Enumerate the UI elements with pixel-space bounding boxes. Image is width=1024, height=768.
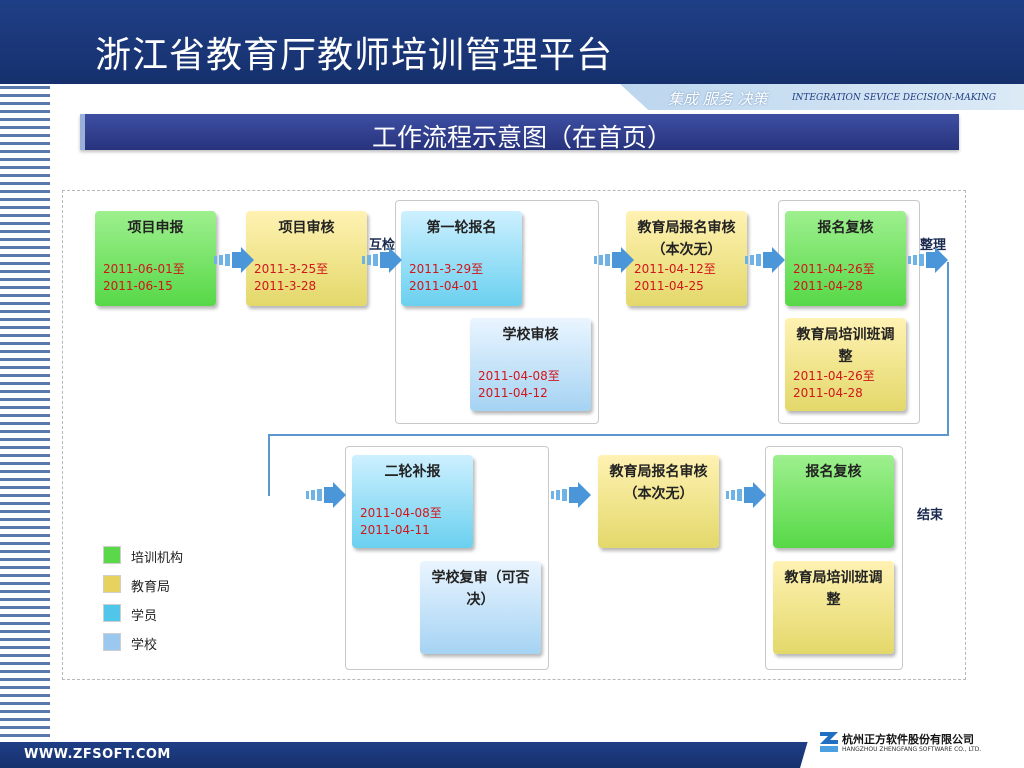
- node-title: 教育局报名审核（本次无）: [637, 220, 736, 258]
- arrow-right-icon: [908, 247, 948, 273]
- arrow-right-icon: [594, 247, 634, 273]
- arrow-right-icon: [551, 482, 591, 508]
- legend-swatch-training-org: [103, 546, 121, 564]
- flow-node-bureau-class-adjust-2: 教育局培训班调整: [773, 561, 894, 654]
- arrow-right-icon: [306, 482, 346, 508]
- subtitle-bar: 工作流程示意图（在首页）: [80, 114, 959, 152]
- label-mutual-check: 互检: [369, 238, 396, 253]
- flow-node-round1-signup: 第一轮报名 2011-3-29至 2011-04-01: [401, 211, 522, 306]
- legend-label: 教育局: [131, 580, 171, 595]
- company-name-en: HANGZHOU ZHENGFANG SOFTWARE CO., LTD.: [842, 746, 982, 753]
- node-title: 学校复审（可否决）: [431, 570, 530, 608]
- diagram-frame: [62, 190, 966, 680]
- node-title: 项目申报: [127, 220, 184, 236]
- node-date: 2011-04-08至 2011-04-12: [478, 369, 560, 400]
- flow-node-school-review: 学校审核 2011-04-08至 2011-04-12: [470, 318, 591, 411]
- node-date: 2011-3-29至 2011-04-01: [409, 262, 484, 293]
- node-date: 2011-04-08至 2011-04-11: [360, 506, 442, 537]
- footer-url: WWW.ZFSOFT.COM: [24, 747, 171, 762]
- flow-node-signup-recheck-2: 报名复核: [773, 455, 894, 548]
- node-title: 报名复核: [805, 464, 862, 480]
- legend-label: 学校: [131, 638, 158, 653]
- decorative-stripes: [0, 86, 50, 742]
- node-title: 学校审核: [502, 327, 559, 343]
- flow-node-project-apply: 项目申报 2011-06-01至 2011-06-15: [95, 211, 216, 306]
- flow-node-bureau-signup-review: 教育局报名审核（本次无） 2011-04-12至 2011-04-25: [626, 211, 747, 306]
- flow-node-project-review: 项目审核 2011-3-25至 2011-3-28: [246, 211, 367, 306]
- label-end: 结束: [917, 508, 944, 523]
- node-date: 2011-06-01至 2011-06-15: [103, 262, 185, 293]
- company-logo-icon: [820, 732, 838, 752]
- flow-node-signup-recheck: 报名复核 2011-04-26至 2011-04-28: [785, 211, 906, 306]
- arrow-right-icon: [362, 247, 402, 273]
- flow-connector-left: [268, 434, 270, 496]
- legend-swatch-trainee: [103, 604, 121, 622]
- page-title: 浙江省教育厅教师培训管理平台: [95, 35, 614, 76]
- legend-label: 学员: [131, 609, 158, 624]
- footer-logo-area: [800, 722, 1024, 768]
- arrow-right-icon: [214, 247, 254, 273]
- node-title: 教育局报名审核（本次无）: [609, 464, 708, 502]
- slogan-cn: 集成 服务 决策: [668, 90, 768, 108]
- subtitle-text: 工作流程示意图（在首页）: [371, 123, 672, 152]
- node-title: 教育局培训班调整: [796, 327, 895, 365]
- node-date: 2011-3-25至 2011-3-28: [254, 262, 329, 293]
- slogan-en: INTEGRATION SEVICE DECISION-MAKING: [792, 93, 997, 103]
- header-bar: [0, 0, 1024, 84]
- node-title: 教育局培训班调整: [784, 570, 883, 608]
- node-title: 项目审核: [278, 220, 335, 236]
- node-date: 2011-04-26至 2011-04-28: [793, 369, 875, 400]
- node-title: 报名复核: [817, 220, 874, 236]
- flow-node-bureau-class-adjust: 教育局培训班调整 2011-04-26至 2011-04-28: [785, 318, 906, 411]
- flow-node-school-recheck: 学校复审（可否决）: [420, 561, 541, 654]
- legend-swatch-education-bureau: [103, 575, 121, 593]
- arrow-right-icon: [745, 247, 785, 273]
- slogan-band: [620, 84, 1024, 110]
- node-title: 二轮补报: [384, 464, 441, 480]
- legend-swatch-school: [103, 633, 121, 651]
- arrow-right-icon: [726, 482, 766, 508]
- company-name-cn: 杭州正方软件股份有限公司: [842, 733, 974, 746]
- node-date: 2011-04-26至 2011-04-28: [793, 262, 875, 293]
- node-date: 2011-04-12至 2011-04-25: [634, 262, 716, 293]
- flow-node-round2-supplement: 二轮补报 2011-04-08至 2011-04-11: [352, 455, 473, 548]
- flow-connector-right: [947, 262, 949, 434]
- flow-connector-bottom: [268, 434, 949, 436]
- flow-node-bureau-signup-review-2: 教育局报名审核（本次无）: [598, 455, 719, 548]
- label-organize: 整理: [920, 238, 947, 253]
- legend-label: 培训机构: [131, 551, 184, 566]
- node-title: 第一轮报名: [426, 220, 497, 236]
